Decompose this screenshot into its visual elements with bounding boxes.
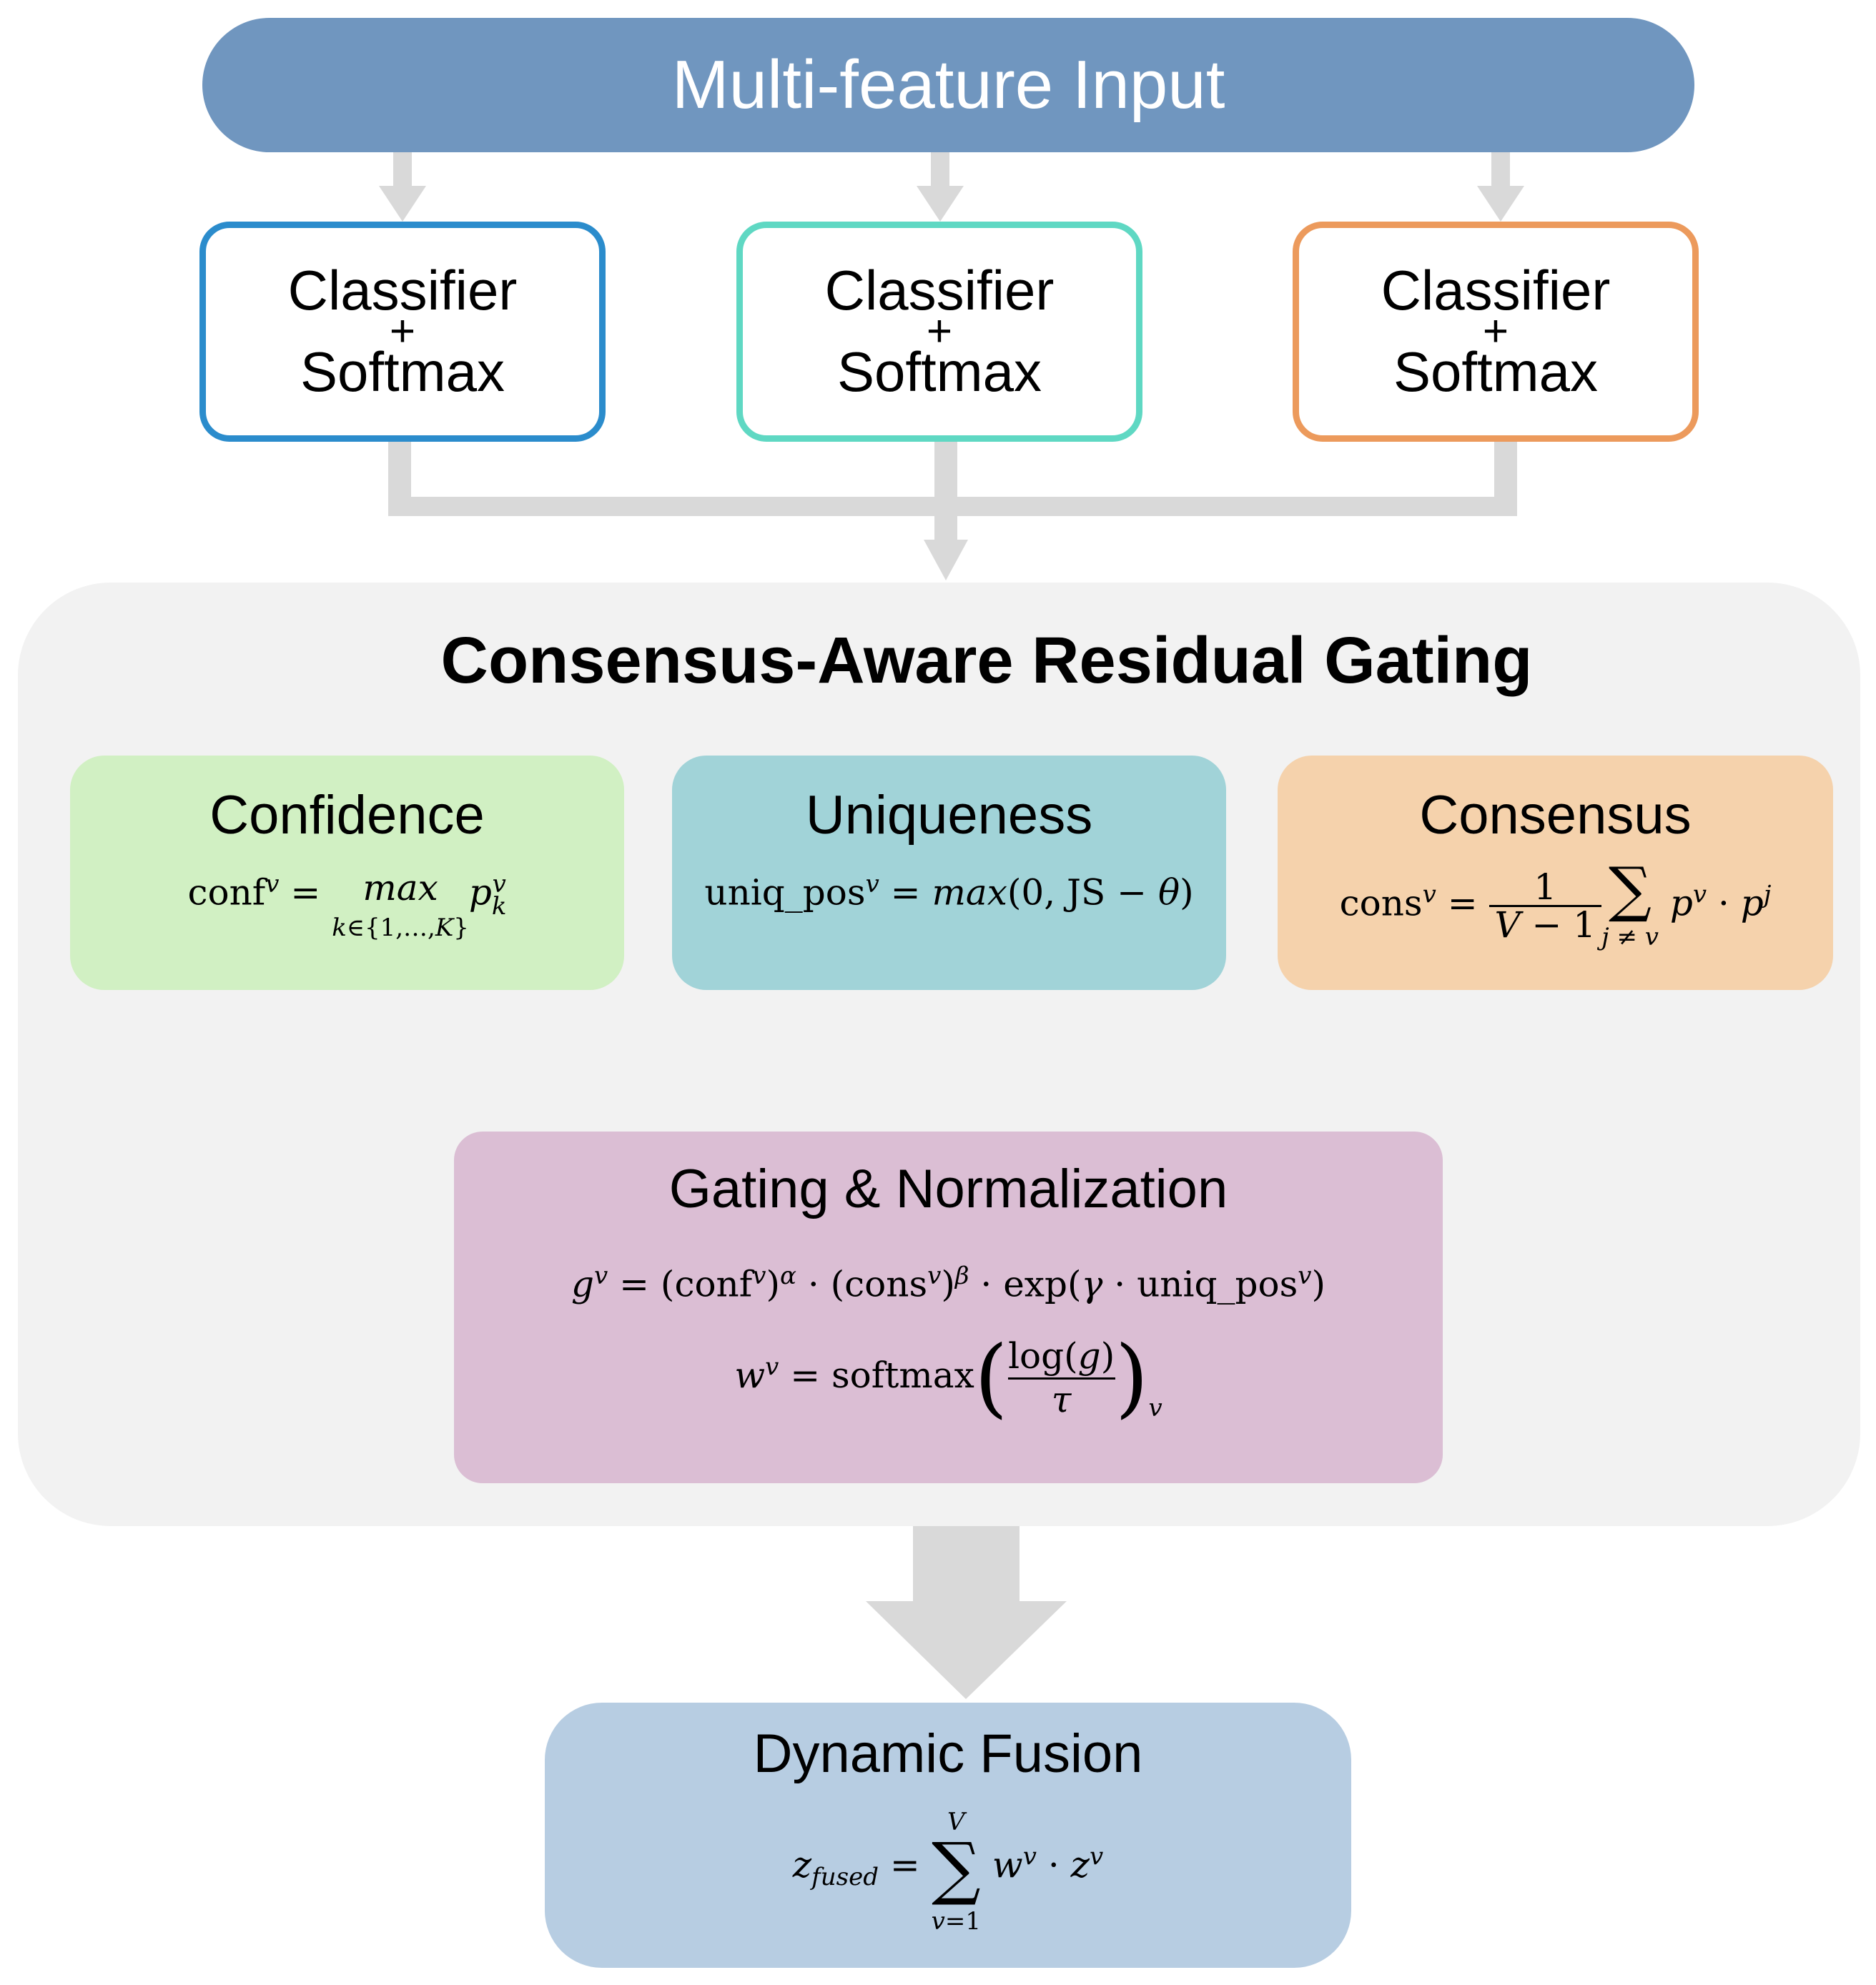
fusion-formula: zfused = V∑v=1 wv · zv bbox=[792, 1808, 1104, 1936]
multi-feature-input: Multi-feature Input bbox=[202, 18, 1694, 152]
weight-formula: wv = softmax(log(g)τ)v bbox=[734, 1328, 1162, 1427]
classifier-box-3: Classifier + Softmax bbox=[1293, 222, 1699, 442]
gating-title: Consensus-Aware Residual Gating bbox=[440, 624, 1533, 697]
classifier-plus: + bbox=[926, 307, 953, 357]
softmax-label: Softmax bbox=[300, 340, 505, 403]
uniqueness-formula: uniq_posv = max(0, JS − θ) bbox=[704, 870, 1194, 914]
classifier-label: Classifier bbox=[287, 259, 518, 322]
dynamic-fusion-box bbox=[545, 1703, 1351, 1968]
consensus-title: Consensus bbox=[1419, 785, 1692, 846]
classifier-box-1: Classifier + Softmax bbox=[199, 222, 606, 442]
classifier-box-2: Classifier + Softmax bbox=[736, 222, 1142, 442]
classifier-label: Classifier bbox=[1381, 259, 1611, 322]
uniqueness-title: Uniqueness bbox=[805, 785, 1093, 846]
input-label: Multi-feature Input bbox=[671, 46, 1225, 123]
classifier-plus: + bbox=[389, 307, 416, 357]
consensus-formula: consv = 1 V − 1 ∑j ≠ v pv · pj bbox=[1339, 854, 1772, 951]
consensus-box: Consensus consv = 1 V − 1 ∑j ≠ v pv · pj bbox=[1278, 756, 1833, 990]
softmax-label: Softmax bbox=[1393, 340, 1599, 403]
classifier-label: Classifier bbox=[824, 259, 1055, 322]
gate-formula: gv = (confv)α · (consv)β · exp(γ · uniq_… bbox=[571, 1262, 1325, 1305]
classifier-plus: + bbox=[1482, 307, 1509, 357]
confidence-title: Confidence bbox=[209, 785, 485, 846]
dynamic-fusion-title: Dynamic Fusion bbox=[753, 1723, 1143, 1784]
softmax-label: Softmax bbox=[836, 340, 1042, 403]
uniqueness-box: Uniqueness uniq_posv = max(0, JS − θ) bbox=[672, 756, 1226, 990]
gating-normalization-box bbox=[454, 1132, 1443, 1483]
gating-normalization-title: Gating & Normalization bbox=[668, 1159, 1228, 1219]
